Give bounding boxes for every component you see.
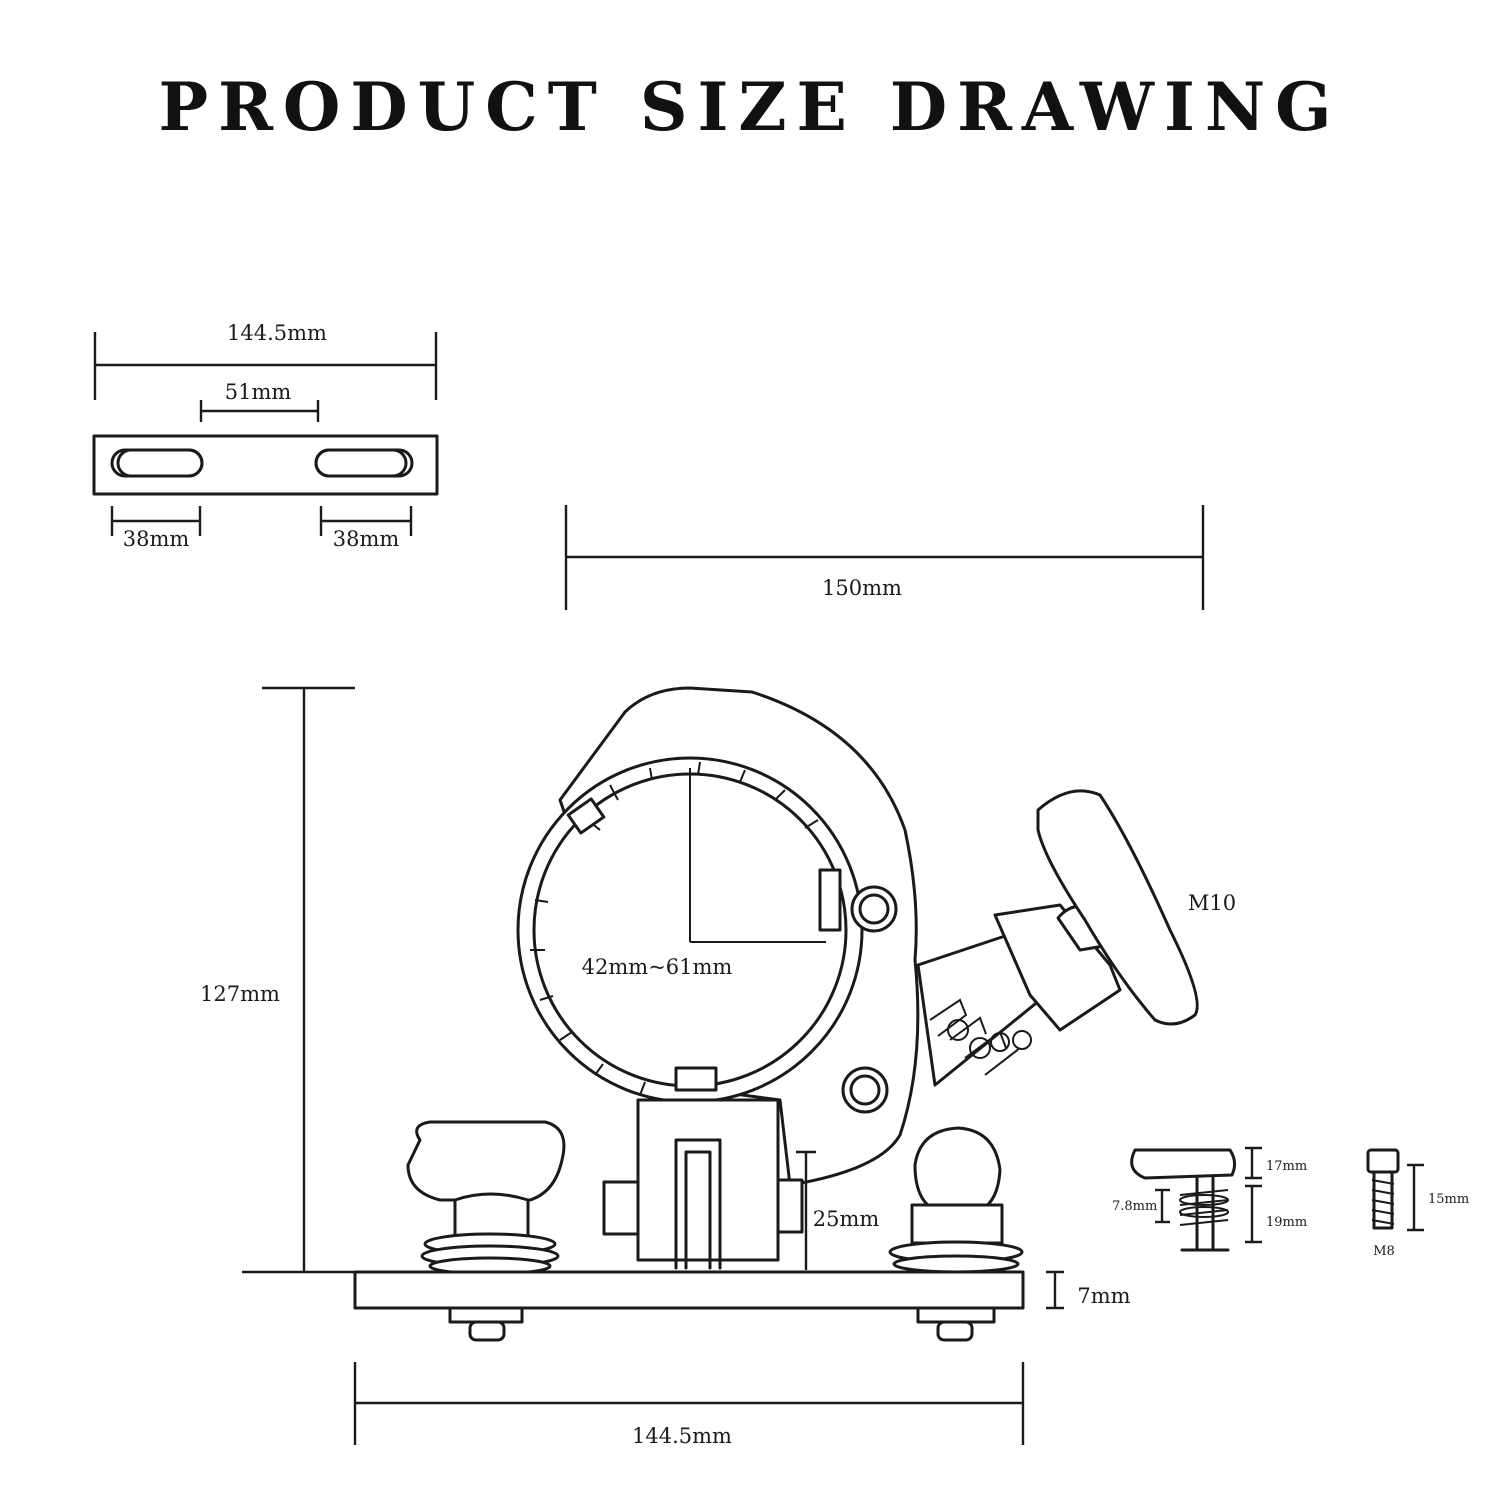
bolt-length-label: 15mm [1428,1192,1469,1207]
left-slot [110,448,204,478]
clamp-range-label: 42mm~61mm [582,955,733,979]
bolt-detail: 15mm M8 [1366,1148,1469,1259]
base-plate [353,1270,1025,1310]
knob-detail: 17mm 19mm 7.8mm [1112,1146,1307,1252]
knob-head-height-label: 17mm [1266,1159,1307,1174]
top-width-label: 150mm [822,576,902,600]
plate-thickness-label: 7mm [1077,1284,1130,1308]
spring-height-label: 7.8mm [1112,1199,1157,1214]
mounting-plate-top [92,434,439,496]
top-width-dimension: 150mm [564,505,1205,610]
right-slot [314,448,414,478]
clamp-side-view: 42mm~61mm M10 25mm [353,686,1236,1448]
bolt-thread-label: M8 [1373,1244,1395,1259]
height-dimension: 127mm [200,686,355,1274]
slot-spacing-label: 51mm [225,380,292,404]
knob-thread-label: M10 [1188,891,1236,915]
center-post [636,1098,780,1262]
right-thumb-knob [913,1126,1002,1212]
left-thumb-knob [406,1120,566,1202]
post-height-label: 25mm [813,1207,880,1231]
height-label: 127mm [200,982,280,1006]
page-title: PRODUCT SIZE DRAWING [158,68,1342,146]
left-slot-label: 38mm [123,527,190,551]
plate-view: 144.5mm 51mm 38mm 38mm [92,321,439,551]
base-width-label: 144.5mm [632,1424,732,1448]
m10-knob [1036,789,1199,1026]
knob-shaft-length-label: 19mm [1266,1215,1307,1230]
right-slot-label: 38mm [333,527,400,551]
plate-width-label: 144.5mm [227,321,327,345]
